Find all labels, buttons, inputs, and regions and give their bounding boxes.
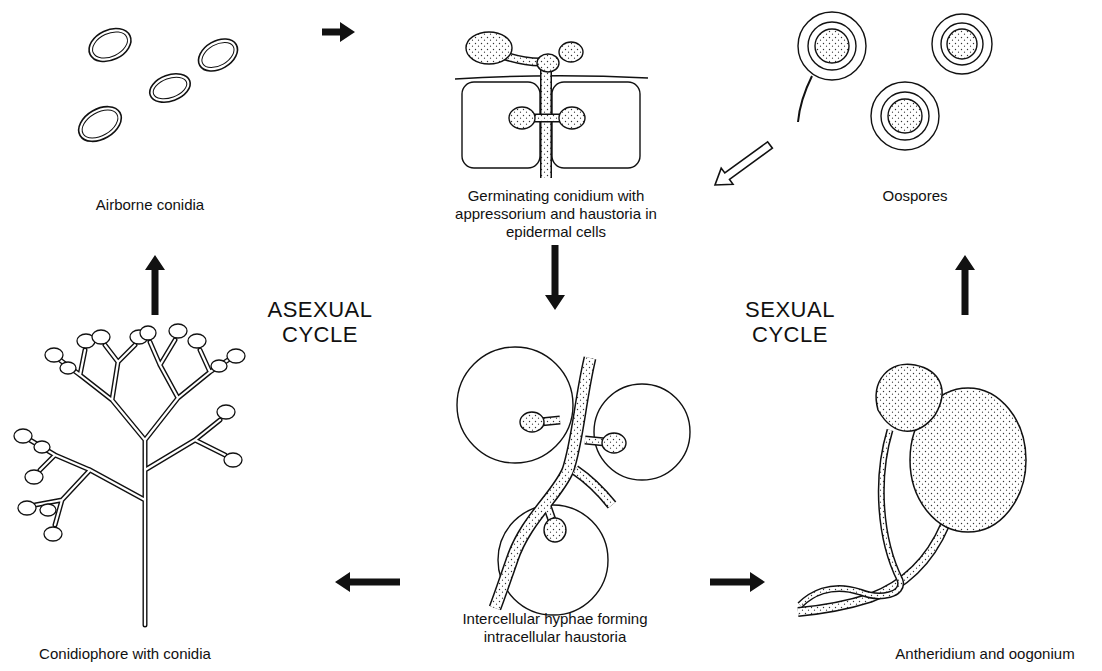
germinating-conidium-drawing	[455, 32, 648, 178]
cycle-arrow	[145, 255, 165, 315]
cycle-arrow	[335, 572, 400, 592]
cycle-label: ASEXUAL CYCLE	[250, 297, 390, 347]
conidiophore-drawing	[14, 324, 245, 625]
cycle-label: SEXUAL CYCLE	[720, 297, 860, 347]
stage-caption: Conidiophore with conidia	[5, 645, 245, 663]
cycle-arrow	[955, 255, 975, 315]
stage-node: Germinating conidium with appressorium a…	[355, 10, 715, 245]
hollow-arrow	[715, 142, 772, 185]
stage-node: Oospores	[770, 10, 1090, 255]
stage-node: Airborne conidia	[40, 10, 322, 255]
cycle-arrow	[710, 572, 765, 592]
cycle-arrow	[322, 22, 355, 42]
stage-caption: Intercellular hyphae forming intracellul…	[435, 610, 675, 646]
cycle-arrow	[545, 245, 565, 310]
stage-caption: Germinating conidium with appressorium a…	[441, 187, 671, 241]
stage-node: Antheridium and oogonium	[765, 315, 1095, 666]
hyphae-drawing	[457, 347, 690, 615]
stage-node: Intercellular hyphae forming intracellul…	[400, 310, 710, 660]
oospores-drawing	[798, 12, 992, 150]
gametangia-drawing	[798, 364, 1026, 612]
stage-caption: Airborne conidia	[50, 196, 250, 214]
stage-node: Conidiophore with conidia	[5, 315, 335, 666]
conidia-drawing	[73, 22, 244, 148]
stage-caption: Oospores	[840, 187, 990, 205]
stage-caption: Antheridium and oogonium	[875, 645, 1095, 663]
